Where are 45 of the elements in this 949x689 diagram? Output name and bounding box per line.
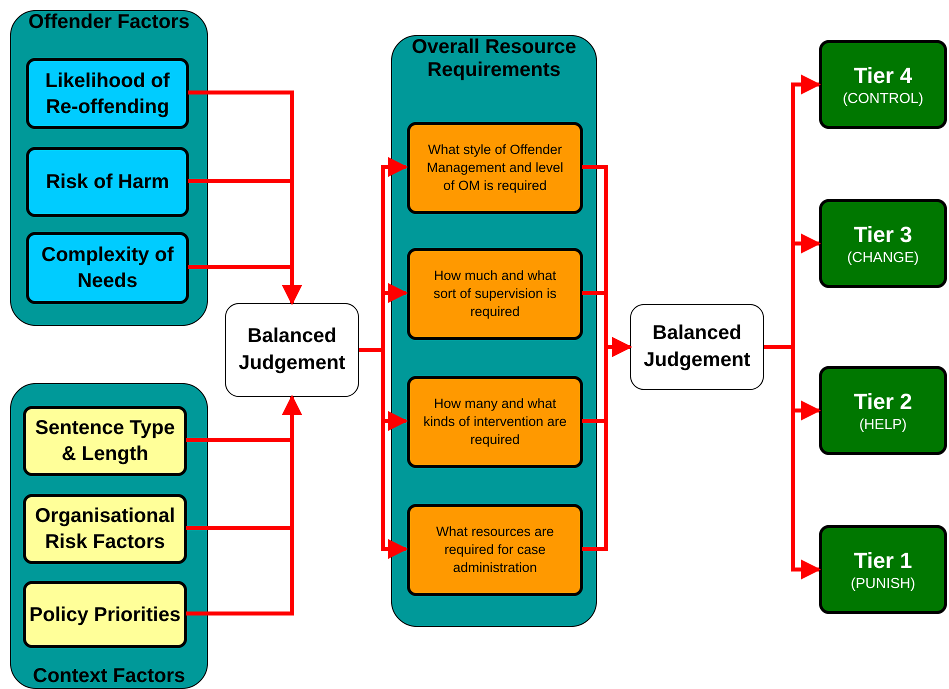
box-label: What resources are required for case administration bbox=[435, 522, 555, 578]
box-label: How many and what kinds of intervention are required bbox=[422, 394, 568, 450]
factor-box bbox=[23, 406, 187, 476]
judgement-box bbox=[630, 304, 764, 390]
group-panel bbox=[391, 35, 597, 627]
factor-box bbox=[26, 232, 189, 304]
box-sublabel: (CHANGE) bbox=[847, 250, 919, 266]
box-label: Tier 3 bbox=[854, 222, 912, 248]
factor-box bbox=[23, 494, 187, 564]
process-box bbox=[407, 504, 583, 596]
box-label: Complexity of Needs bbox=[40, 243, 175, 294]
box-label: Likelihood of Re-offending bbox=[44, 68, 171, 120]
box-label: Organisational Risk Factors bbox=[34, 504, 176, 555]
tier-box bbox=[819, 525, 947, 614]
group-heading: Context Factors bbox=[32, 665, 186, 688]
tier-box bbox=[819, 366, 947, 455]
process-box bbox=[407, 122, 583, 214]
arrow bbox=[582, 337, 632, 551]
arrow bbox=[186, 395, 302, 616]
box-label: Sentence Type & Length bbox=[34, 416, 176, 467]
process-box bbox=[407, 376, 583, 468]
box-label: What style of Offender Management and level of OM is required bbox=[426, 140, 564, 196]
box-sublabel: (CONTROL) bbox=[842, 90, 924, 106]
box-label: How much and what sort of supervision is required bbox=[432, 266, 558, 322]
factor-box bbox=[26, 147, 189, 217]
box-label: Risk of Harm bbox=[46, 170, 170, 195]
group-panel bbox=[10, 10, 208, 326]
box-label: Balanced Judgement bbox=[238, 324, 346, 376]
box-label: Tier 4 bbox=[854, 62, 912, 88]
group-heading: Overall Resource Requirements bbox=[410, 36, 578, 82]
tier-box bbox=[819, 40, 947, 129]
box-sublabel: (PUNISH) bbox=[850, 576, 916, 592]
group-heading: Offender Factors bbox=[28, 11, 190, 34]
tier-box bbox=[819, 199, 947, 288]
factor-box bbox=[26, 58, 189, 129]
arrow bbox=[188, 265, 302, 305]
box-label: Policy Priorities bbox=[29, 602, 181, 628]
box-label: Tier 1 bbox=[854, 548, 912, 574]
group-panel bbox=[10, 383, 208, 689]
process-box bbox=[407, 248, 583, 340]
box-sublabel: (HELP) bbox=[859, 416, 907, 432]
box-label: Balanced Judgement bbox=[642, 321, 752, 373]
judgement-box bbox=[225, 303, 359, 397]
box-label: Tier 2 bbox=[854, 388, 912, 414]
factor-box bbox=[23, 581, 187, 648]
